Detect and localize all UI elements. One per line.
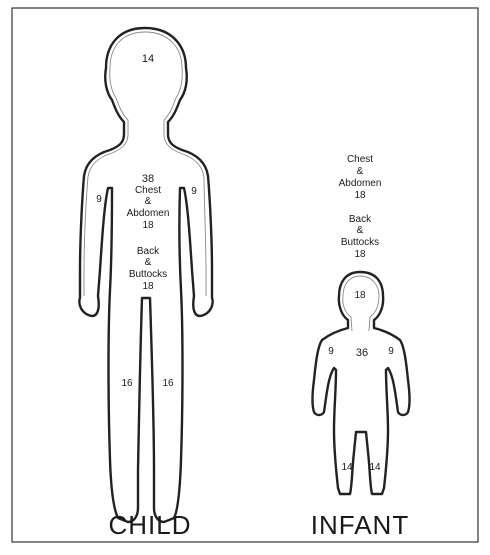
infant-caption: INFANT (311, 510, 409, 540)
child-back-label: Back (137, 246, 160, 257)
infant-left-arm-value: 9 (328, 346, 334, 357)
infant-back-label: Back (349, 214, 372, 225)
infant-torso-total: 36 (356, 347, 368, 359)
child-abdomen-label: Abdomen (127, 208, 170, 219)
child-head-value: 14 (142, 53, 154, 65)
infant-buttocks-label: Buttocks (341, 237, 379, 248)
child-ampersand-back: & (145, 257, 152, 268)
infant-ampersand-back: & (357, 225, 364, 236)
infant-body-outline (313, 272, 410, 494)
child-right-arm-value: 9 (191, 186, 197, 197)
child-chest-label: Chest (135, 185, 161, 196)
child-left-leg-value: 16 (121, 378, 133, 389)
infant-right-arm-value: 9 (388, 346, 394, 357)
child-right-leg-value: 16 (162, 378, 174, 389)
child-buttocks-label: Buttocks (129, 269, 167, 280)
child-front-value: 18 (142, 220, 154, 231)
child-caption: CHILD (108, 510, 191, 540)
infant-head-value: 18 (354, 290, 366, 301)
child-torso-total: 38 (142, 173, 154, 185)
infant-chest-label: Chest (347, 154, 373, 165)
child-ampersand-front: & (145, 196, 152, 207)
infant-abdomen-label: Abdomen (339, 178, 382, 189)
infant-back-value: 18 (354, 249, 366, 260)
infant-right-leg-value: 14 (369, 462, 381, 473)
infant-ampersand-front: & (357, 166, 364, 177)
child-back-value: 18 (142, 281, 154, 292)
figure-frame (12, 8, 478, 542)
infant-figure (313, 272, 410, 494)
infant-front-value: 18 (354, 190, 366, 201)
child-left-arm-value: 9 (96, 194, 102, 205)
infant-left-leg-value: 14 (341, 462, 353, 473)
